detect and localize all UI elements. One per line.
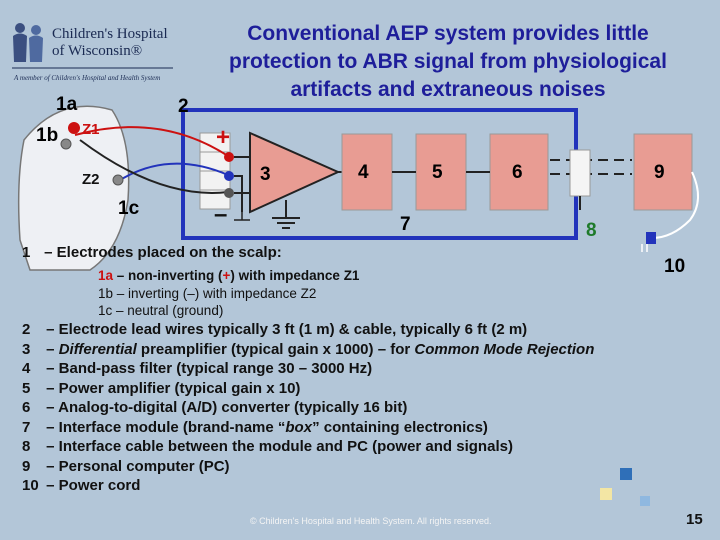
legend-text: – Personal computer (PC) <box>46 457 230 475</box>
legend-num: 5 <box>22 379 31 397</box>
lead-wire-black <box>79 139 229 194</box>
legend-item-2: 2 – Electrode lead wires typically 3 ft … <box>22 320 594 340</box>
legend-num: 4 <box>22 360 31 377</box>
lead-wire-red <box>74 126 229 157</box>
legend-text: – Analog-to-digital (A/D) converter (typ… <box>46 399 408 416</box>
deco-square-blue <box>620 468 632 480</box>
terminal-ground <box>224 171 234 181</box>
label-z2: Z2 <box>82 171 100 188</box>
legend-num: 10 <box>22 477 39 494</box>
legend-num: 3 <box>22 340 31 358</box>
decorative-squares <box>600 468 650 506</box>
legend-text-pre: – <box>46 340 59 358</box>
legend-text-mid: preamplifier (typical gain x 1000) – for <box>136 340 415 358</box>
legend-sub-1a-text: – non-inverting ( <box>113 268 223 283</box>
dashed-link <box>550 159 632 175</box>
legend-item-4: 4 – Band-pass filter (typical range 30 –… <box>22 359 594 379</box>
terminal-minus <box>224 188 234 198</box>
label-5: 5 <box>432 162 443 183</box>
legend-item-6: 6 – Analog-to-digital (A/D) converter (t… <box>22 398 594 418</box>
preamplifier-triangle <box>249 131 341 214</box>
legend-sub-1a-label: 1a <box>98 268 114 283</box>
legend-item-7: 7 – Interface module (brand-name “box” c… <box>22 418 594 438</box>
logo-figure-body-2 <box>29 35 43 62</box>
hospital-logo <box>12 23 173 69</box>
label-1c: 1c <box>118 198 140 219</box>
logo-figure-head-2 <box>31 25 41 35</box>
logo-figure-head-1 <box>15 23 25 33</box>
terminal-plus <box>224 152 234 162</box>
label-1a: 1a <box>56 94 78 115</box>
power-cord <box>651 171 699 239</box>
deco-square-lightblue <box>640 496 650 506</box>
label-6: 6 <box>512 162 523 183</box>
deco-square-yellow <box>600 488 612 500</box>
interface-cable-connector <box>569 149 591 197</box>
adc-box <box>489 133 549 211</box>
power-cord-plug <box>646 232 656 244</box>
legend-num: 8 <box>22 438 31 455</box>
legend-sub-1a: 1a – non-inverting (+) with impedance Z1 <box>98 267 359 284</box>
legend-text: – Power cord <box>46 477 141 494</box>
legend-item-5: 5 – Power amplifier (typical gain x 10) <box>22 379 594 399</box>
legend-text: – Band-pass filter (typical range 30 – 3… <box>46 360 373 377</box>
legend-item-10: 10 – Power cord <box>22 476 594 496</box>
label-4: 4 <box>358 162 369 183</box>
legend-sub-1a-sign: + <box>222 268 231 283</box>
label-8: 8 <box>586 220 597 241</box>
slide-title: Conventional AEP system provides little … <box>229 22 667 101</box>
label-2: 2 <box>178 96 189 117</box>
electrode-1c <box>112 174 124 186</box>
legend-num: 6 <box>22 399 31 416</box>
page-number: 15 <box>686 511 703 528</box>
ground-symbol-1 <box>272 200 300 229</box>
legend-text: – Power amplifier (typical gain x 10) <box>46 379 301 397</box>
legend-item-8: 8 – Interface cable between the module a… <box>22 437 594 457</box>
aep-system-diagram: 1a 1b 1c Z1 Z2 + – 2 3 4 5 6 7 8 9 10 <box>17 94 699 277</box>
label-10: 10 <box>664 256 685 277</box>
label-3: 3 <box>260 164 271 185</box>
label-minus: – <box>214 201 227 228</box>
electrode-1a <box>68 122 80 134</box>
legend-text-mid: ” containing electronics) <box>312 418 488 436</box>
legend-sub-1c: 1c – neutral (ground) <box>98 303 224 318</box>
legend-text: – Electrode lead wires typically 3 ft (1… <box>46 321 528 338</box>
label-9: 9 <box>654 162 665 183</box>
legend-text-em: box <box>285 418 313 436</box>
legend-num: 1 <box>22 244 31 261</box>
label-1b: 1b <box>36 125 58 146</box>
legend-text-em: Differential <box>58 340 137 358</box>
legend-sub-1a-text-end: ) with impedance Z1 <box>230 268 360 283</box>
band-pass-filter-box <box>341 133 393 211</box>
logo-name: Children's Hospital of Wisconsin® <box>52 26 168 59</box>
legend-item-1: 1 – Electrodes placed on the scalp: <box>22 243 282 263</box>
label-7: 7 <box>400 214 411 235</box>
electrode-1b <box>60 138 72 150</box>
label-z1: Z1 <box>82 121 100 138</box>
copyright-text: © Children's Hospital and Health System.… <box>250 516 492 526</box>
preamp-connections <box>234 156 250 212</box>
legend-text-pre: – Interface module (brand-name “ <box>46 418 286 436</box>
logo-figure-body-1 <box>13 33 27 62</box>
head-outline <box>17 105 130 271</box>
legend-sub-1b: 1b – inverting (–) with impedance Z2 <box>98 286 317 301</box>
legend-item-9: 9 – Personal computer (PC) <box>22 457 594 477</box>
legend-text: – Electrodes placed on the scalp: <box>44 244 282 261</box>
lead-wire-blue <box>119 162 229 181</box>
legend-item-3: 3 – Differential preamplifier (typical g… <box>22 340 594 360</box>
legend-num: 9 <box>22 457 31 475</box>
label-plus: + <box>216 124 230 151</box>
legend-text: – Interface cable between the module and… <box>46 438 513 455</box>
logo-tagline: A member of Children's Hospital and Heal… <box>14 74 161 82</box>
legend-num: 7 <box>22 418 31 436</box>
personal-computer-box <box>633 133 693 211</box>
ground-symbol-2 <box>234 212 250 221</box>
legend-list: 2 – Electrode lead wires typically 3 ft … <box>22 320 594 496</box>
legend-text-em2: Common Mode Rejection <box>414 340 595 358</box>
legend-num: 2 <box>22 321 31 338</box>
